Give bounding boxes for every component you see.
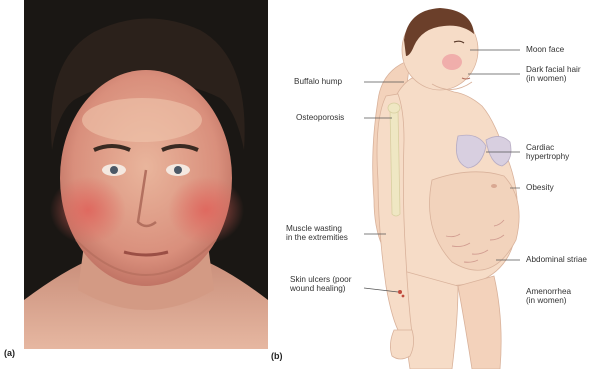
label-obesity: Obesity — [526, 183, 554, 192]
label-skin-ulcers: Skin ulcers (poor wound healing) — [290, 275, 351, 294]
label-amenorrhea: Amenorrhea (in women) — [526, 287, 571, 306]
body-illustration — [282, 0, 611, 369]
panel-b-label: (b) — [271, 351, 283, 361]
cushing-illustration: Buffalo hump Osteoporosis Muscle wasting… — [282, 0, 611, 369]
label-buffalo-hump: Buffalo hump — [294, 77, 342, 86]
label-osteoporosis: Osteoporosis — [296, 113, 344, 122]
patient-face-photo — [24, 0, 268, 349]
label-dark-facial-hair: Dark facial hair (in women) — [526, 65, 581, 84]
panel-a-label: (a) — [4, 348, 15, 358]
label-muscle-wasting: Muscle wasting in the extremities — [286, 224, 348, 243]
clinical-photo — [24, 0, 268, 349]
label-moon-face: Moon face — [526, 45, 564, 54]
label-cardiac-hypertrophy: Cardiac hypertrophy — [526, 143, 569, 162]
label-abdominal-striae: Abdominal striae — [526, 255, 587, 264]
